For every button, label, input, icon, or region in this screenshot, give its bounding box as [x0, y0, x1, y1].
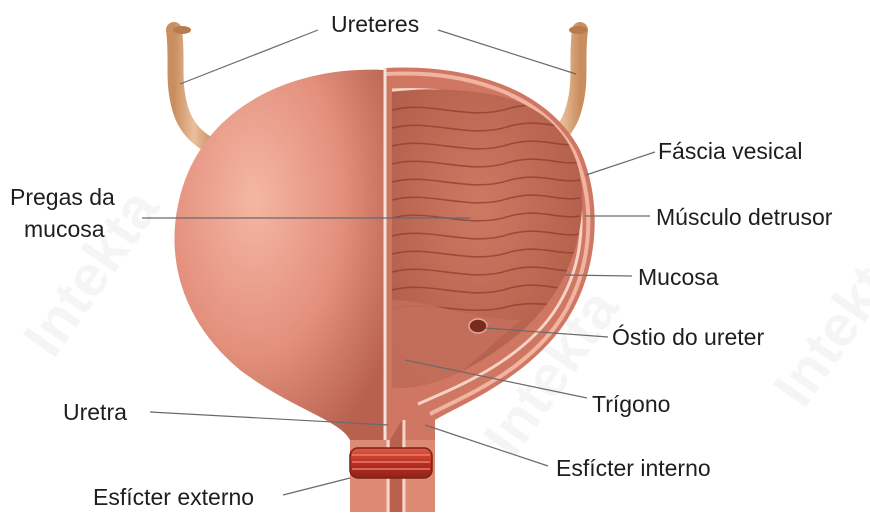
label-uretra: Uretra	[63, 398, 127, 426]
label-ostio-do-ureter: Óstio do ureter	[612, 323, 764, 351]
label-pregas-line1: Pregas da	[10, 183, 115, 211]
label-musculo-detrusor: Músculo detrusor	[656, 203, 832, 231]
label-esficter-externo: Esfícter externo	[93, 483, 254, 511]
label-mucosa: Mucosa	[638, 263, 719, 291]
ureter-orifice	[469, 319, 487, 333]
label-pregas-line2: mucosa	[24, 215, 105, 243]
label-ureteres: Ureteres	[331, 10, 419, 38]
label-fascia-vesical: Fáscia vesical	[658, 137, 802, 165]
label-esficter-interno: Esfícter interno	[556, 454, 711, 482]
left-ureter	[174, 30, 214, 148]
left-ureter-opening	[173, 26, 191, 34]
bladder-outer-half	[174, 70, 385, 440]
external-sphincter	[350, 448, 432, 478]
right-ureter-opening	[569, 26, 587, 34]
label-trigono: Trígono	[592, 390, 670, 418]
